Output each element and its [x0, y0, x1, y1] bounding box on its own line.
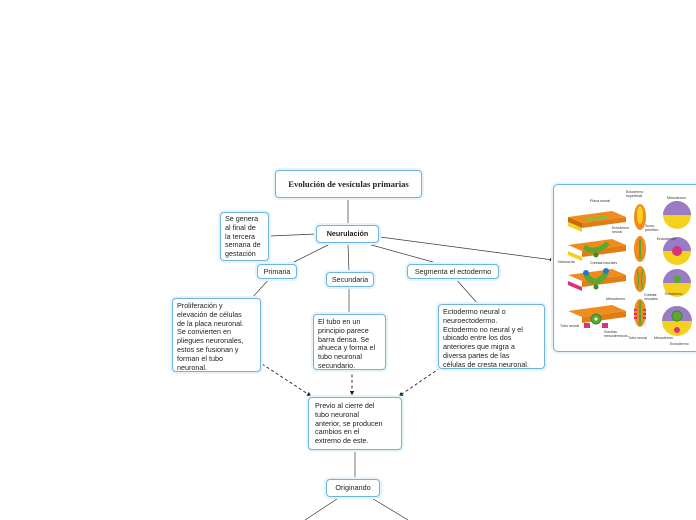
- edge-segmenta-ectodermo: [454, 277, 479, 305]
- label-notocorda: Notocorda: [558, 260, 575, 264]
- primaria-node[interactable]: Primaria: [257, 264, 297, 279]
- edge-ectodermo-previo: [398, 367, 441, 397]
- dorsal-views: [634, 204, 646, 327]
- edge-neurulacion-image: [379, 236, 554, 262]
- edge-neurulacion-tercera: [269, 233, 317, 237]
- secundaria-node[interactable]: Secundaria: [326, 272, 374, 287]
- label-crestas-neurales: Crestas neurales: [590, 261, 617, 265]
- edge-neurulacion-primaria: [289, 243, 331, 265]
- label-placa-neural: Placa neural: [590, 199, 610, 203]
- label-tubo-neural: Tubo neural: [560, 324, 579, 328]
- cross-sections: [662, 201, 692, 336]
- ectodermo-node[interactable]: Ectodermo neural o neuroectodermo. Ectod…: [438, 304, 545, 369]
- label-mesodermo-top: Mesodermo: [667, 196, 686, 200]
- tercera-semana-node[interactable]: Se genera al final de la tercera semana …: [220, 212, 269, 261]
- originando-node[interactable]: Originando: [326, 479, 380, 497]
- segmenta-node[interactable]: Segmenta el ectodermo: [407, 264, 499, 279]
- proliferacion-node[interactable]: Proliferación y elevación de células de …: [172, 298, 261, 372]
- central-topic[interactable]: Evolución de vesículas primarias: [275, 170, 422, 198]
- stage-4-tube: [568, 305, 626, 328]
- label-mesodermo: Mesodermo: [606, 297, 625, 301]
- label-mesodermo-2: Mesodermo: [654, 336, 673, 340]
- edge-neurulacion-secundaria: [347, 243, 350, 273]
- edge-originando-left: [304, 496, 341, 520]
- stage-2-groove: [568, 239, 626, 261]
- edge-primaria-proliferacion: [251, 277, 271, 299]
- edge-originando-right: [369, 496, 409, 520]
- label-tubo-neural-2: Tubo neural: [628, 336, 647, 340]
- label-ectodermo: Ectodermo: [665, 292, 682, 296]
- tubo-node[interactable]: El tubo en un principio parece barra den…: [313, 314, 386, 370]
- stage-3-folds: [568, 268, 626, 291]
- neurulacion-node[interactable]: Neurulación: [316, 225, 379, 243]
- label-endodermo-2: Endodermo: [670, 342, 689, 346]
- stage-1-plate: [568, 211, 626, 232]
- edge-proliferacion-previo: [261, 363, 312, 397]
- label-endodermo: Endodermo: [657, 237, 676, 241]
- previo-node[interactable]: Previo al cierre del tubo neuronal anter…: [308, 397, 402, 450]
- edge-neurulacion-segmenta: [367, 243, 441, 265]
